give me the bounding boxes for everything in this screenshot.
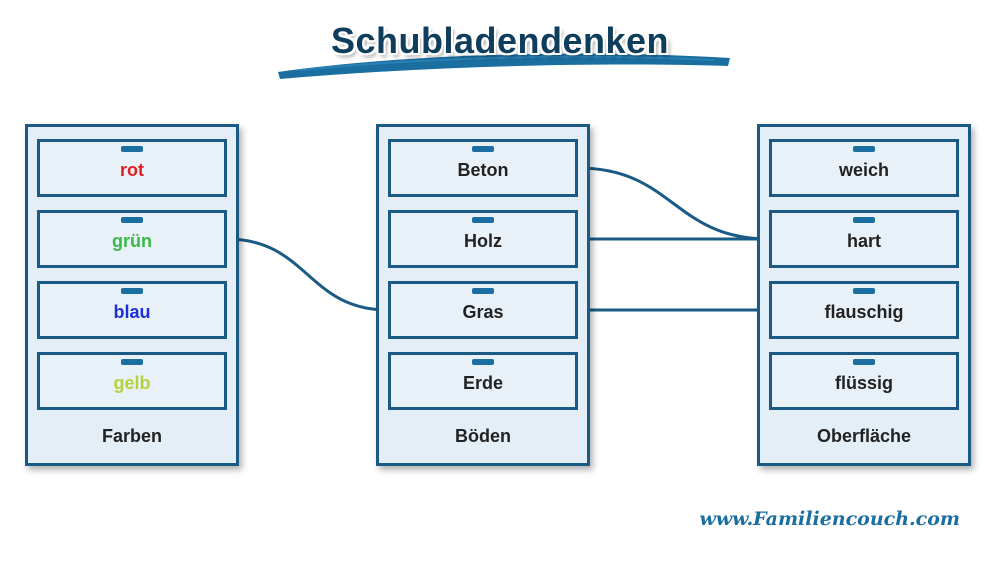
drawer-gras[interactable]: Gras xyxy=(388,281,578,339)
drawer-label: blau xyxy=(113,302,151,322)
brush-stroke xyxy=(278,53,730,79)
drawer-weich[interactable]: weich xyxy=(769,139,959,197)
cabinet-oberflaeche: weich hart flauschig flüssig Oberfläche xyxy=(757,124,971,466)
cabinet-label: Farben xyxy=(101,426,162,446)
drawer-holz[interactable]: Holz xyxy=(388,210,578,268)
drawer-label: hart xyxy=(846,231,881,251)
drawer-handle-icon xyxy=(121,146,143,152)
drawer-hart[interactable]: hart xyxy=(769,210,959,268)
drawer-gelb[interactable]: gelb xyxy=(37,352,227,410)
drawer-handle-icon xyxy=(472,217,494,223)
drawer-handle-icon xyxy=(472,288,494,294)
connector-beton-hart xyxy=(577,166,770,241)
drawer-fluessig[interactable]: flüssig xyxy=(769,352,959,410)
drawer-label: grün xyxy=(112,231,152,251)
drawer-label: Gras xyxy=(462,302,504,322)
drawer-handle-icon xyxy=(853,288,875,294)
footer-url[interactable]: www.Familiencouch.com xyxy=(699,508,960,530)
cabinet-farben: rot grün blau gelb Farben xyxy=(25,124,239,466)
drawer-handle-icon xyxy=(472,146,494,152)
drawer-blau[interactable]: blau xyxy=(37,281,227,339)
drawer-flauschig[interactable]: flauschig xyxy=(769,281,959,339)
connector-grün-gras xyxy=(226,237,389,312)
drawer-label: Beton xyxy=(457,160,509,180)
drawer-rot[interactable]: rot xyxy=(37,139,227,197)
cabinet-boeden: Beton Holz Gras Erde Böden xyxy=(376,124,590,466)
cabinet-label: Oberfläche xyxy=(816,426,912,446)
drawer-handle-icon xyxy=(853,146,875,152)
drawer-handle-icon xyxy=(121,288,143,294)
drawer-label: Erde xyxy=(462,373,504,393)
drawer-label: rot xyxy=(120,160,144,180)
drawer-beton[interactable]: Beton xyxy=(388,139,578,197)
drawer-handle-icon xyxy=(121,217,143,223)
drawer-label: flüssig xyxy=(834,373,893,393)
cabinet-label: Böden xyxy=(455,426,511,446)
drawer-label: gelb xyxy=(113,373,151,393)
title-area: Schubladendenken xyxy=(0,0,1000,90)
drawer-handle-icon xyxy=(853,217,875,223)
drawer-gruen[interactable]: grün xyxy=(37,210,227,268)
drawer-label: Holz xyxy=(464,231,502,251)
page-title: Schubladendenken xyxy=(330,20,670,61)
drawer-label: weich xyxy=(838,160,890,180)
drawer-handle-icon xyxy=(853,359,875,365)
drawer-handle-icon xyxy=(472,359,494,365)
drawer-erde[interactable]: Erde xyxy=(388,352,578,410)
drawer-label: flauschig xyxy=(824,302,904,322)
drawer-handle-icon xyxy=(121,359,143,365)
